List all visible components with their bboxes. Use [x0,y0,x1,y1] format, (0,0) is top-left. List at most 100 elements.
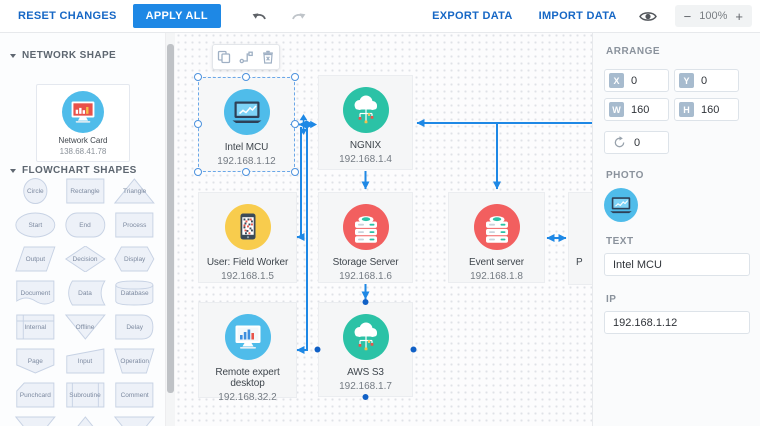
field-value: 0 [631,74,638,87]
shape-rectangle[interactable]: Rectangle [64,178,107,204]
photo-icon[interactable] [604,188,638,222]
shape-triangle[interactable]: Triangle [113,178,156,204]
field-badge: Y [679,73,694,88]
shape-internal[interactable]: Internal [14,314,57,340]
shape-page[interactable]: Page [14,348,57,374]
eye-icon[interactable] [638,10,657,23]
selection-handle[interactable] [291,120,299,128]
reset-changes-button[interactable]: RESET CHANGES [18,10,117,22]
node-ip: 192.168.1.7 [339,381,392,392]
shape-subroutine[interactable]: Subroutine [64,382,107,408]
zoom-level: 100% [699,10,728,22]
shape-data[interactable]: Data [64,280,107,306]
shape-label: Triangle [123,187,147,195]
shape-punchcard[interactable]: Punchcard [14,382,57,408]
shape-label: Subroutine [69,391,101,399]
node-ip: 192.168.1.6 [339,271,392,282]
selection-handle[interactable] [242,168,250,176]
flowchart-shapes-section-header[interactable]: FLOWCHART SHAPES [10,165,137,176]
shape-circle[interactable]: Circle [14,178,57,204]
connector-button[interactable] [239,50,253,64]
scrollbar-thumb[interactable] [167,44,174,393]
delete-button[interactable] [261,50,275,64]
shape-start[interactable]: Start [14,212,57,238]
network-section-title: NETWORK SHAPE [22,50,117,61]
selection-handle[interactable] [194,168,202,176]
undo-icon[interactable] [251,9,269,23]
flowchart-section-title: FLOWCHART SHAPES [22,165,137,176]
zoom-out-button[interactable]: − [683,8,692,24]
node-label: Remote expert desktop [215,367,280,389]
selection-handle[interactable] [291,73,299,81]
shape-process[interactable]: Process [113,212,156,238]
shape-comment[interactable]: Comment [113,382,156,408]
selection-handle[interactable] [194,120,202,128]
sidebar-scrollbar[interactable] [165,32,176,426]
shape-delay[interactable]: Delay [113,314,156,340]
duplicate-button[interactable] [217,50,231,64]
shape-label: Comment [120,391,149,399]
rotation-field[interactable]: 0 [604,131,669,154]
cloud-teal-icon [319,314,412,360]
shape-label: Internal [24,323,47,331]
shape-label: End [79,221,91,229]
shape-label: Rectangle [70,187,100,195]
apply-all-button[interactable]: APPLY ALL [132,4,221,28]
export-data-button[interactable]: EXPORT DATA [432,10,513,22]
text-input[interactable] [604,253,750,276]
node-aws-s3[interactable]: AWS S3 192.168.1.7 [318,302,413,397]
shape-partial[interactable] [14,416,57,426]
shape-input[interactable]: Input [64,348,107,374]
shape-partial[interactable] [64,416,107,426]
shape-label: Input [77,357,93,365]
field-value: 0 [701,74,708,87]
node-label: P [576,257,583,268]
import-data-button[interactable]: IMPORT DATA [538,10,617,22]
shape-end[interactable]: End [64,212,107,238]
shape-document[interactable]: Document [14,280,57,306]
shape-operation[interactable]: Operation [113,348,156,374]
node-label: AWS S3 [347,367,384,378]
shape-label: Process [122,221,147,229]
node-label: Event server [469,257,524,268]
zoom-in-button[interactable]: + [735,8,743,24]
field-badge: H [679,102,694,117]
server-red-icon [449,204,544,250]
phone-yellow-icon [199,204,296,250]
shape-output[interactable]: Output [14,246,57,272]
shape-label: Decision [72,255,98,263]
toolbar-right-group: EXPORT DATA IMPORT DATA − 100% + [432,5,760,27]
shape-decision[interactable]: Decision [64,246,107,272]
network-card-icon [37,91,129,133]
shape-offline[interactable]: Offline [64,314,107,340]
selection-handle[interactable] [242,73,250,81]
node-partial-node[interactable]: P [568,192,592,285]
network-card-shape[interactable]: Network Card 138.68.41.78 [36,84,130,162]
shape-label: Output [25,255,46,263]
shape-label: Start [28,221,43,229]
network-shape-section-header[interactable]: NETWORK SHAPE [10,50,116,61]
redo-icon[interactable] [289,9,307,23]
shape-database[interactable]: Database [113,280,156,306]
ip-input[interactable] [604,311,750,334]
shape-display[interactable]: Display [113,246,156,272]
selection-handle[interactable] [291,168,299,176]
network-card-label: Network Card [58,136,108,145]
selection-handle[interactable] [194,73,202,81]
shape-label: Display [124,255,146,263]
shape-partial[interactable] [113,416,156,426]
